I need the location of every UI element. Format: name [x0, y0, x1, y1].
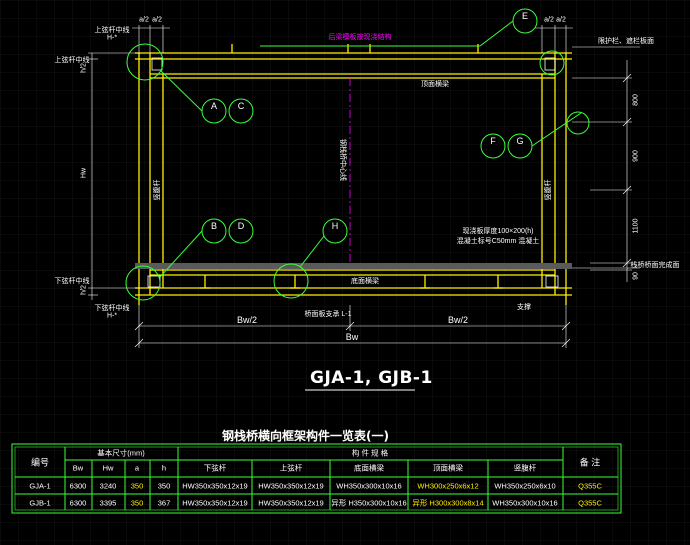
- row2-bottom-chord: HW350x350x12x19: [182, 498, 248, 508]
- row2-id: GJB-1: [29, 498, 51, 508]
- callout-e: E: [521, 11, 529, 21]
- sub-top-chord: 上弦杆: [279, 463, 303, 473]
- bottom-chord-label: 下弦杆中线: [54, 278, 90, 285]
- row2-h: 367: [157, 498, 171, 508]
- right-note-bottom: 栈桥桥面完成面: [630, 262, 680, 269]
- detail-circle-bottom-mid: [273, 263, 309, 299]
- dim-right-90: 90: [632, 272, 640, 280]
- a-half-right-1: a/2: [544, 16, 554, 24]
- callout-d: D: [237, 221, 245, 231]
- sub-bottom-beam: 底面横梁: [354, 463, 384, 473]
- detail-callouts: [125, 8, 590, 301]
- dim-right-1100: 1100: [632, 218, 640, 234]
- top-chord-label: 上弦杆中线: [54, 57, 90, 64]
- a-half-left-2: a/2: [152, 16, 162, 24]
- dimension-lines: [88, 25, 640, 348]
- slab-note-2: 混凝土标号C50mm 混凝土: [456, 238, 540, 245]
- row1-id: GJA-1: [29, 481, 51, 491]
- callout-h: H: [331, 221, 339, 231]
- bw-half-left: Bw/2: [236, 315, 258, 325]
- sub-bw: Bw: [72, 463, 84, 473]
- drawing-title: GJA-1, GJB-1: [310, 368, 433, 388]
- sub-bottom-chord: 下弦杆: [203, 463, 227, 473]
- row1-bottom-chord: HW350x350x12x19: [182, 481, 248, 491]
- right-note-top: 限护栏、遮栏板面: [598, 38, 654, 45]
- row2-bottom-beam: 异形 H350x300x10x16: [331, 498, 407, 508]
- h-label-bottom: H-*: [106, 312, 118, 320]
- row1-h: 350: [157, 481, 171, 491]
- a-half-right-2: a/2: [556, 16, 566, 24]
- row1-bw: 6300: [69, 481, 87, 491]
- row2-top-beam: 异形 H300x300x8x14: [412, 498, 484, 508]
- frame-members: [135, 44, 572, 305]
- row2-top-chord: HW350x350x12x19: [258, 498, 324, 508]
- table-grid: [11, 443, 622, 514]
- detail-circle-top-left: [126, 43, 164, 81]
- callout-b: B: [210, 221, 218, 231]
- header-id: 编号: [30, 457, 50, 468]
- detail-circle-top-right: [539, 50, 565, 76]
- h-label-top: H-*: [106, 34, 118, 42]
- callout-c: C: [237, 101, 245, 111]
- sub-h: h: [161, 463, 167, 473]
- concrete-slab: [135, 263, 572, 269]
- row1-hw: 3240: [99, 481, 117, 491]
- left-column-label: 竖腹杆: [154, 179, 161, 201]
- bottom-beam-label: 底面横梁: [351, 278, 379, 285]
- dim-right-900: 900: [632, 150, 640, 162]
- a-half-left-1: a/2: [139, 16, 149, 24]
- bottom-chord-label-2: 下弦杆中线: [94, 305, 130, 312]
- row2-remark: Q355C: [578, 498, 602, 508]
- center-axis-label: 钢栈桥中心线: [339, 139, 346, 181]
- row2-vertical: WH350x300x10x16: [492, 498, 558, 508]
- bw-total: Bw: [345, 332, 359, 342]
- row2-a: 350: [130, 498, 144, 508]
- sub-vertical: 竖腹杆: [513, 463, 537, 473]
- slab-note-1: 现浇板厚度100×200(h): [462, 228, 534, 235]
- detail-circle-bottom-left: [125, 265, 161, 301]
- table-title: 钢栈桥横向框架构件一览表(一): [222, 429, 389, 443]
- header-basic: 基本尺寸(mm): [97, 448, 145, 458]
- top-beam-label: 顶面横梁: [421, 81, 449, 88]
- sub-hw: Hw: [102, 463, 114, 473]
- sub-top-beam: 顶面横梁: [433, 463, 463, 473]
- hw-dimension: Hw: [80, 167, 88, 179]
- row1-remark: Q355C: [578, 481, 602, 491]
- callout-a: A: [210, 101, 218, 111]
- right-column-label: 竖腹杆: [545, 179, 552, 201]
- row1-bottom-beam: WH350x300x10x16: [336, 481, 402, 491]
- half-h-bottom: h/2: [80, 285, 88, 295]
- callout-g: G: [516, 136, 524, 146]
- bw-half-right: Bw/2: [447, 315, 469, 325]
- row1-vertical: WH350x250x6x10: [494, 481, 556, 491]
- brace-label: 支撑: [517, 304, 531, 311]
- row2-hw: 3395: [99, 498, 117, 508]
- deck-support-label: 桥面板支承 L-1: [304, 311, 352, 318]
- row2-bw: 6300: [69, 498, 87, 508]
- row1-a: 350: [130, 481, 144, 491]
- sub-a: a: [134, 463, 140, 473]
- header-members: 构 件 规 格: [351, 448, 389, 458]
- callout-f: F: [490, 136, 496, 146]
- row1-top-beam: WH300x250x6x12: [417, 481, 479, 491]
- half-h-top: h/2: [80, 63, 88, 73]
- top-note: 后梁模板按现浇结构: [328, 34, 392, 41]
- header-remark: 备 注: [579, 457, 601, 468]
- right-dim-ticks: [134, 73, 632, 348]
- row1-top-chord: HW350x350x12x19: [258, 481, 324, 491]
- dim-right-800: 800: [632, 94, 640, 106]
- top-chord-label-2: 上弦杆中线: [94, 27, 130, 34]
